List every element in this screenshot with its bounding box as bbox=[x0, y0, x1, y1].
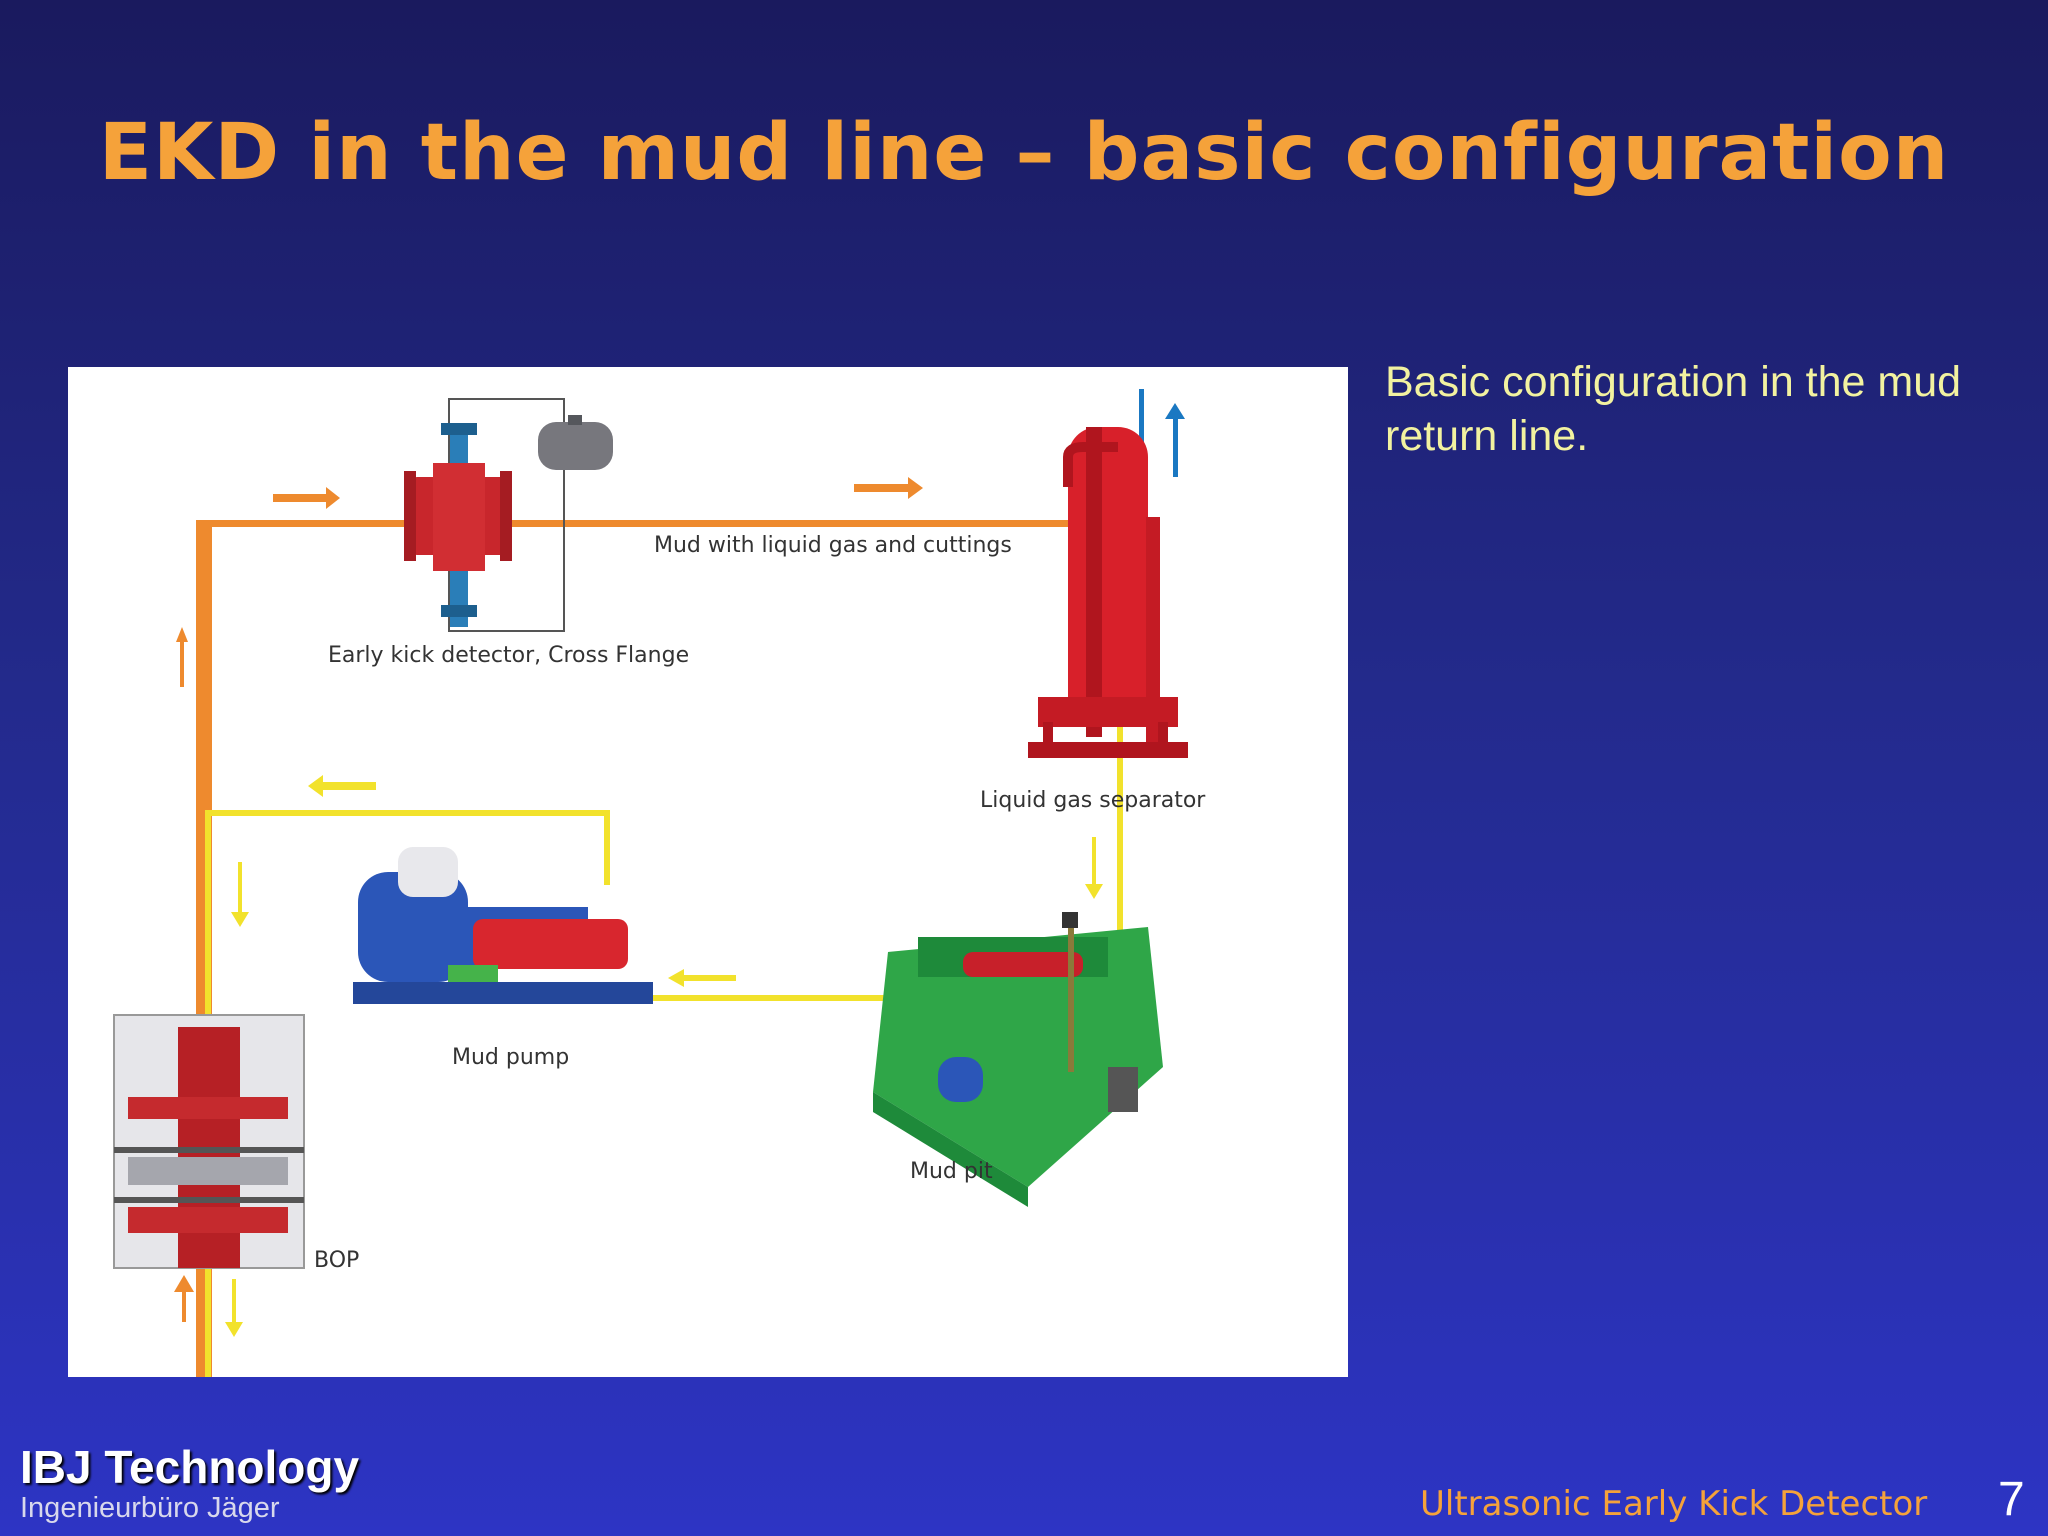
ekd-label: Early kick detector, Cross Flange bbox=[328, 643, 689, 668]
mud-line-label: Mud with liquid gas and cuttings bbox=[654, 533, 1012, 558]
separator-tank-icon bbox=[1028, 427, 1188, 758]
bop-icon bbox=[113, 1014, 305, 1269]
mud-pit-label: Mud pit bbox=[910, 1159, 993, 1184]
separator-label: Liquid gas separator bbox=[980, 788, 1206, 813]
mud-pit-icon bbox=[873, 912, 1163, 1207]
flow-arrow-icon bbox=[174, 477, 1103, 1337]
footer-presentation-title: Ultrasonic Early Kick Detector bbox=[1420, 1484, 1928, 1524]
brand-name: IBJ Technology bbox=[20, 1441, 360, 1493]
cross-flange-icon bbox=[404, 398, 613, 632]
mud-line-diagram: Early kick detector, Cross Flange Mud wi… bbox=[68, 367, 1348, 1377]
page-number: 7 bbox=[1998, 1473, 2025, 1526]
mud-pump-icon bbox=[353, 847, 653, 1004]
slide-description: Basic configuration in the mud return li… bbox=[1385, 358, 1962, 460]
mud-pump-label: Mud pump bbox=[452, 1045, 569, 1070]
brand-subtitle: Ingenieurbüro Jäger bbox=[20, 1492, 280, 1524]
slide-title: EKD in the mud line – basic configuratio… bbox=[98, 108, 1950, 198]
bop-label: BOP bbox=[314, 1248, 359, 1273]
